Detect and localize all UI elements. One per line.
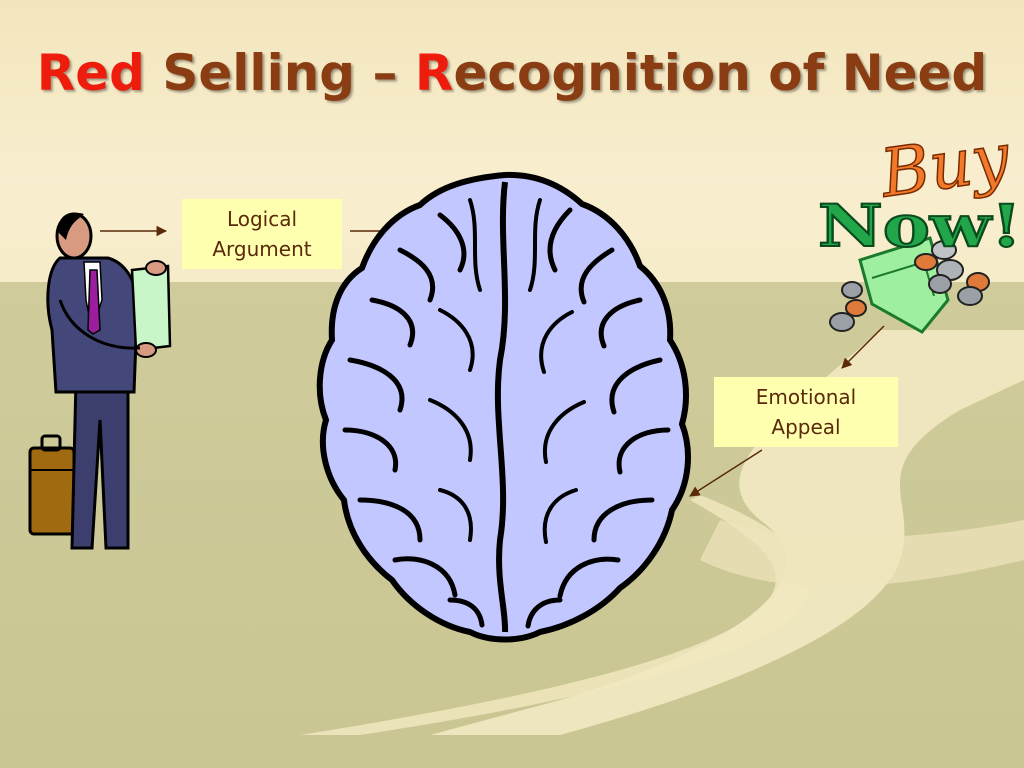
arrow-emotional-to-brain	[689, 449, 763, 497]
brain-icon	[316, 171, 691, 643]
slide-title: Red Selling – Recognition of Need	[0, 44, 1024, 102]
emotional-label-line-2: Appeal	[771, 415, 841, 439]
title-part-selling: Selling –	[144, 44, 415, 102]
logical-label-line-2: Argument	[212, 237, 312, 261]
businessman-icon	[28, 212, 172, 550]
title-part-r: R	[414, 44, 454, 102]
emotional-label-line-1: Emotional	[755, 385, 857, 409]
arrow-money-to-emotional	[841, 325, 885, 369]
emotional-appeal-box: Emotional Appeal	[714, 377, 898, 447]
logical-argument-box: Logical Argument	[182, 199, 342, 269]
briefcase-icon	[28, 434, 76, 536]
money-icon	[829, 236, 990, 334]
title-part-red: Red	[36, 44, 145, 102]
title-part-recognition: ecognition of Need	[453, 44, 988, 102]
logical-label-line-1: Logical	[226, 207, 298, 231]
buy-text: Buy	[875, 118, 1014, 212]
now-text: Now!	[818, 192, 1022, 260]
